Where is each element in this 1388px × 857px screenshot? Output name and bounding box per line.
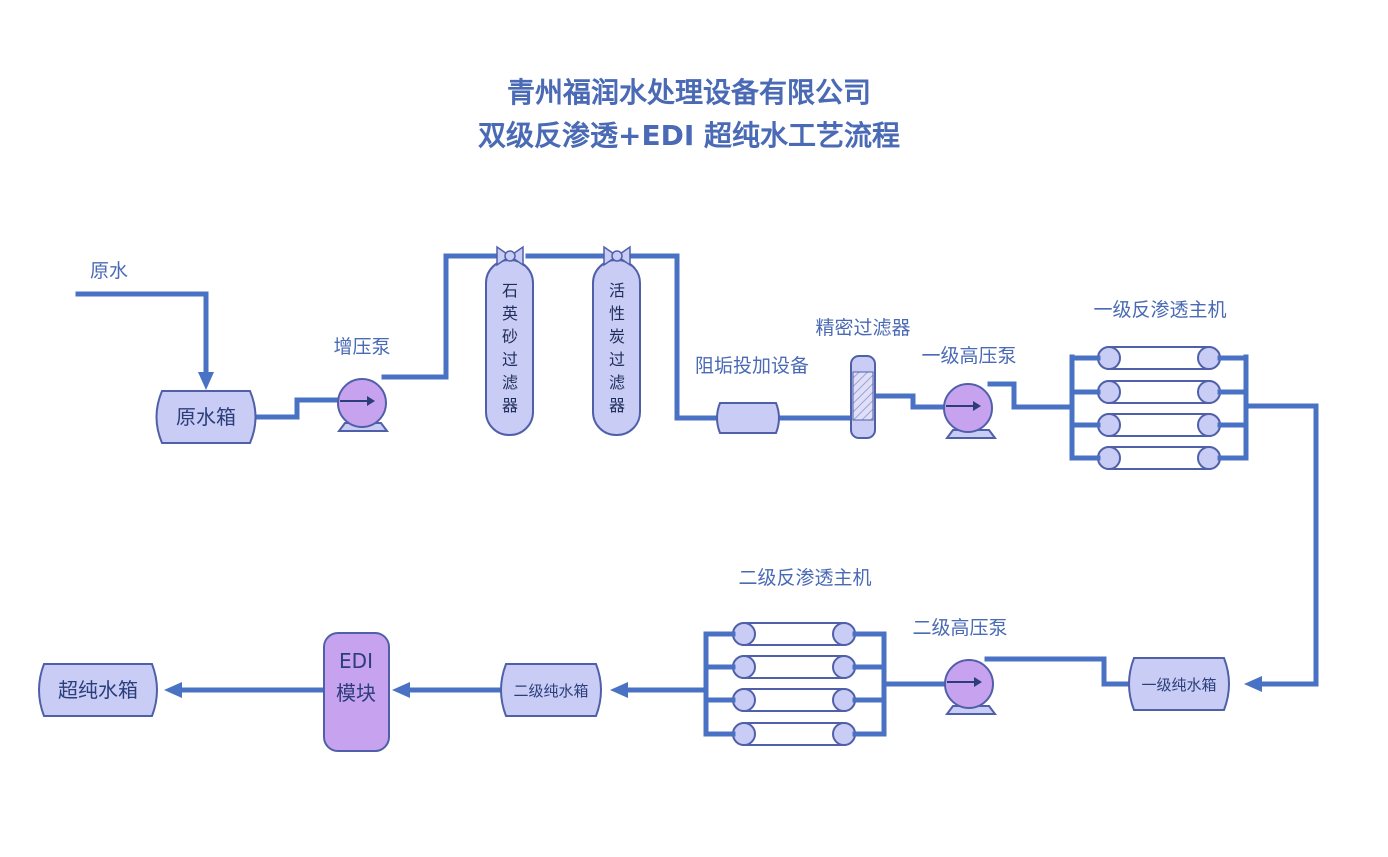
- raw-water-tank: 原水箱: [155, 390, 257, 444]
- raw-water-arrow: [198, 372, 214, 390]
- high-pressure-pump-1: [943, 383, 997, 439]
- hp-pump-1-label: 一级高压泵: [921, 345, 1016, 367]
- svg-text:过: 过: [502, 350, 518, 369]
- quartz-sand-filter: 石 英 砂 过 滤 器: [485, 245, 534, 436]
- edi-label-line2: 模块: [336, 681, 376, 705]
- ultrapure-water-tank: 超纯水箱: [38, 663, 158, 717]
- pure-water-tank-2-label: 二级纯水箱: [513, 682, 588, 700]
- raw-water-label: 原水: [90, 260, 128, 282]
- ro-2-label: 二级反渗透主机: [738, 567, 871, 589]
- antiscalant-dosing-unit: [716, 402, 780, 434]
- hp-pump-2-label: 二级高压泵: [912, 617, 1007, 639]
- ro-1-label: 一级反渗透主机: [1093, 299, 1226, 321]
- tank2-arrow: [610, 682, 628, 698]
- svg-text:活: 活: [609, 281, 625, 300]
- pipe-carbon-to-antiscalant: [625, 253, 719, 421]
- booster-pump-label: 增压泵: [333, 336, 390, 358]
- precision-filter: [850, 355, 876, 439]
- ultrapure-tank-label: 超纯水箱: [58, 678, 138, 702]
- raw-water-pipe: [75, 291, 209, 385]
- edi-module: EDI 模块: [323, 632, 390, 752]
- pipe-tank1-to-hp2: [984, 656, 1129, 687]
- high-pressure-pump-2: [944, 659, 997, 715]
- svg-text:性: 性: [609, 304, 625, 323]
- tank1-arrow: [1244, 676, 1262, 692]
- svg-text:滤: 滤: [609, 373, 625, 392]
- svg-text:器: 器: [609, 396, 625, 415]
- pipe-ro1-to-tank1: [1243, 403, 1319, 687]
- pure-water-tank-1: 一级纯水箱: [1128, 657, 1230, 711]
- antiscalant-label: 阻垢投加设备: [695, 355, 809, 377]
- pure-water-tank-2: 二级纯水箱: [500, 663, 602, 717]
- svg-text:砂: 砂: [502, 327, 518, 346]
- svg-text:英: 英: [502, 304, 518, 323]
- process-title: 双级反渗透+EDI 超纯水工艺流程: [478, 119, 900, 152]
- svg-text:过: 过: [609, 350, 625, 369]
- company-title: 青州福润水处理设备有限公司: [507, 76, 871, 109]
- svg-text:炭: 炭: [609, 327, 625, 346]
- svg-text:器: 器: [502, 396, 518, 415]
- edi-label-line1: EDI: [339, 649, 373, 673]
- edi-arrow: [392, 682, 410, 698]
- booster-pump: [337, 378, 389, 432]
- ultrapure-arrow: [164, 682, 182, 698]
- pipe-tank-to-pump: [255, 397, 343, 420]
- pipe-hp1-to-ro1: [987, 381, 1075, 410]
- ro-unit-1: [1069, 346, 1249, 470]
- pipe-pump-to-sand: [381, 253, 499, 380]
- svg-text:滤: 滤: [502, 373, 518, 392]
- pure-water-tank-1-label: 一级纯水箱: [1141, 676, 1216, 694]
- activated-carbon-filter: 活 性 炭 过 滤 器: [592, 245, 641, 436]
- raw-water-tank-label: 原水箱: [176, 405, 236, 429]
- precision-filter-label: 精密过滤器: [815, 317, 910, 339]
- pipe-precision-to-hp1: [872, 393, 947, 410]
- ro-unit-2: [703, 622, 887, 746]
- svg-text:石: 石: [502, 281, 518, 300]
